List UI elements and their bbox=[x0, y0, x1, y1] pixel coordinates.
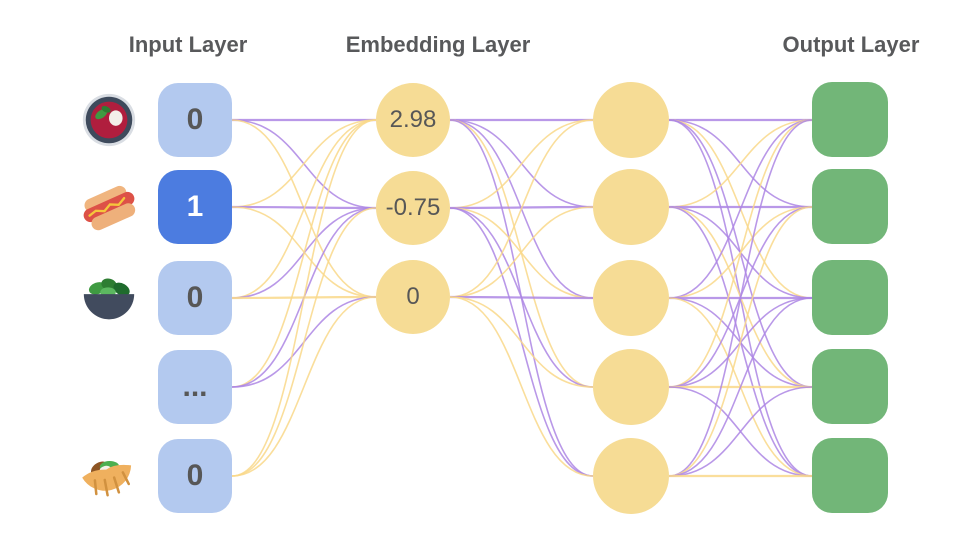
connection-edge bbox=[231, 119, 377, 299]
connection-edge bbox=[449, 296, 594, 477]
input-node-3: 0 bbox=[158, 261, 232, 335]
embedding-node-3: 0 bbox=[376, 260, 450, 334]
connection-edge bbox=[668, 297, 813, 477]
connection-edge bbox=[449, 119, 594, 298]
connection-edge bbox=[668, 119, 813, 299]
input-node-5: 0 bbox=[158, 439, 232, 513]
input-layer-title: Input Layer bbox=[128, 32, 248, 57]
connection-edge bbox=[449, 119, 594, 209]
connection-edge bbox=[231, 207, 377, 477]
hidden-node-4 bbox=[593, 349, 669, 425]
connection-edge bbox=[449, 296, 594, 388]
connection-edge bbox=[231, 119, 377, 477]
input-node-2: 1 bbox=[158, 170, 232, 244]
output-node-2 bbox=[812, 169, 888, 244]
connection-edge bbox=[231, 296, 377, 477]
pita-icon bbox=[78, 446, 140, 508]
output-node-3 bbox=[812, 260, 888, 335]
output-node-5 bbox=[812, 438, 888, 513]
connection-edge bbox=[449, 295, 594, 300]
hidden-node-5 bbox=[593, 438, 669, 514]
output-node-1 bbox=[812, 82, 888, 157]
hidden-node-3 bbox=[593, 260, 669, 336]
output-layer-title: Output Layer bbox=[782, 32, 920, 57]
borscht-soup-icon bbox=[78, 89, 140, 151]
input-node-ellipsis: ... bbox=[158, 350, 232, 424]
connection-edge bbox=[668, 119, 813, 388]
embedding-layer-title: Embedding Layer bbox=[345, 32, 531, 57]
connection-edge bbox=[231, 119, 377, 388]
connection-edge bbox=[668, 119, 813, 208]
output-node-4 bbox=[812, 349, 888, 424]
embedding-node-2: -0.75 bbox=[376, 171, 450, 245]
embedding-node-1: 2.98 bbox=[376, 83, 450, 157]
hot-dog-icon bbox=[78, 176, 140, 238]
connection-edge bbox=[668, 206, 813, 477]
connection-edge bbox=[668, 386, 813, 477]
connection-edge bbox=[449, 206, 594, 298]
connection-edge bbox=[231, 119, 377, 208]
input-node-1: 0 bbox=[158, 83, 232, 157]
connection-edge bbox=[668, 119, 813, 477]
hidden-node-1 bbox=[593, 82, 669, 158]
salad-icon bbox=[78, 267, 140, 329]
hidden-node-2 bbox=[593, 169, 669, 245]
